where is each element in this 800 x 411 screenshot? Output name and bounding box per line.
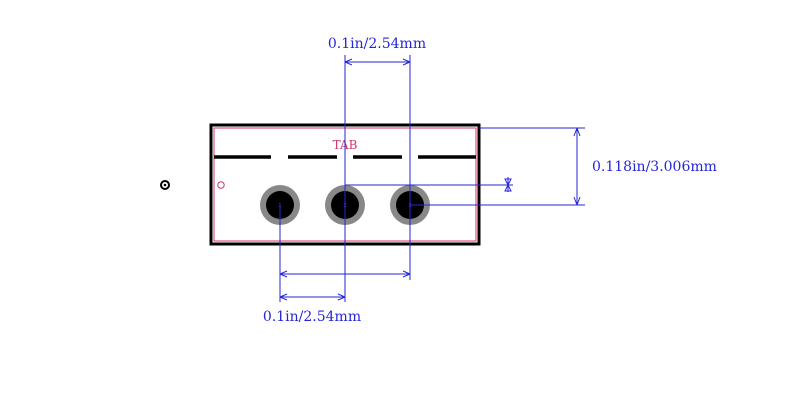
origin-marker: [160, 180, 170, 190]
pin1-indicator: [217, 181, 225, 189]
pitch-dimension-bottom: [279, 205, 411, 302]
height-label-right: 0.118in/3.006mm: [592, 159, 717, 175]
pitch-dimension-top: [344, 55, 411, 205]
pitch-label-top: 0.1in/2.54mm: [328, 36, 426, 52]
pitch-label-bottom: 0.1in/2.54mm: [263, 309, 361, 325]
height-dimension-right: [345, 127, 585, 206]
